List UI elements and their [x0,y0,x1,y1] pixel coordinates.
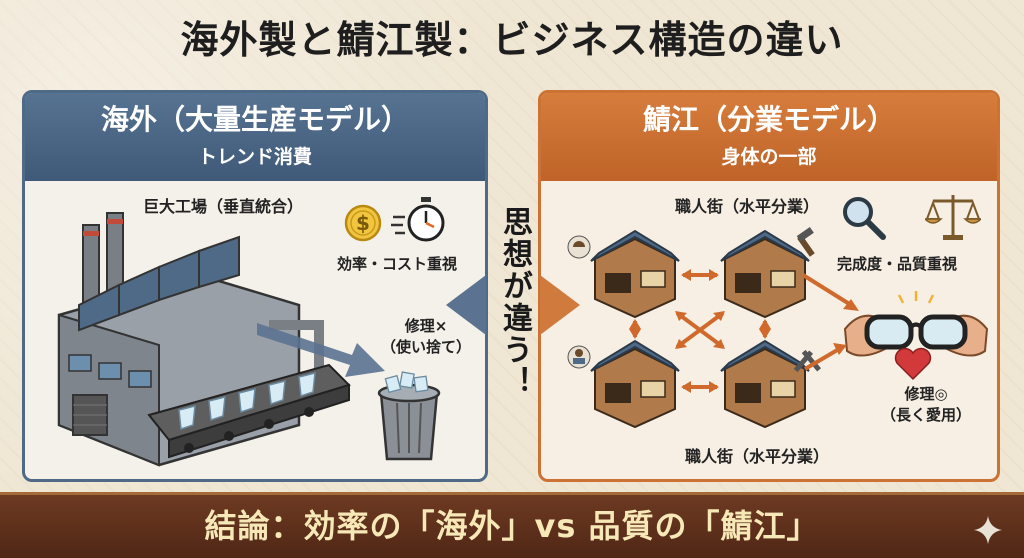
repair-label-sabae-line1: 修理◎ [904,385,948,403]
balance-scale-icon [925,195,981,240]
repair-label-sabae-line2: （長く愛用） [881,406,972,424]
overseas-panel: 海外（大量生産モデル） トレンド消費 巨大工場（垂直統合） $ 効率・コスト重視 [22,90,488,482]
stopwatch-icon [391,197,445,242]
sabae-subheading: 身体の一部 [721,146,817,168]
sabae-panel-header: 鯖江（分業モデル） 身体の一部 [541,93,997,181]
overseas-subheading: トレンド消費 [197,146,312,168]
repair-label-overseas-line2: （使い捨て） [381,338,472,356]
dollar-coin-icon: $ [344,204,382,242]
overseas-panel-header: 海外（大量生産モデル） トレンド消費 [25,93,485,181]
heart-icon [894,347,932,381]
trash-can-icon [377,371,441,461]
repair-label-overseas: 修理× （使い捨て） [381,315,471,357]
glasses-hands-illustration [843,291,989,357]
page-title: 海外製と鯖江製：ビジネス構造の違い [180,18,844,62]
center-message: 思想が違う！ [488,206,540,406]
factory-label: 巨大工場（垂直統合） [143,197,304,216]
center-message-text: 思想が違う！ [497,206,532,398]
disposal-arrow [257,323,385,377]
repair-label-sabae: 修理◎ （長く愛用） [881,383,971,425]
repair-label-overseas-line1: 修理× [404,317,448,335]
from-network-arrow [803,343,847,371]
workshop-network-illustration [567,226,822,428]
center-arrow-left [446,275,486,335]
workshop-top-label: 職人街（水平分業） [675,197,820,216]
workshop-bottom-label: 職人街（水平分業） [685,447,830,466]
conclusion-text: 結論：効率の「海外」vs 品質の「鯖江」 [204,507,820,545]
magnifier-icon [843,197,886,240]
center-arrow-right [540,275,580,335]
svg-text:$: $ [356,211,370,235]
conclusion-bar: 結論：効率の「海外」vs 品質の「鯖江」 [0,492,1024,558]
to-product-arrow [801,273,859,311]
sparkle-icon [974,516,1002,544]
factory-illustration [57,212,351,467]
overseas-heading: 海外（大量生産モデル） [100,103,409,136]
efficiency-label: 効率・コスト重視 [337,255,458,273]
sabae-panel: 鯖江（分業モデル） 身体の一部 職人街（水平分業） 職人街（水平分業） [538,90,1000,482]
quality-label: 完成度・品質重視 [837,255,958,273]
sabae-heading: 鯖江（分業モデル） [642,103,895,136]
